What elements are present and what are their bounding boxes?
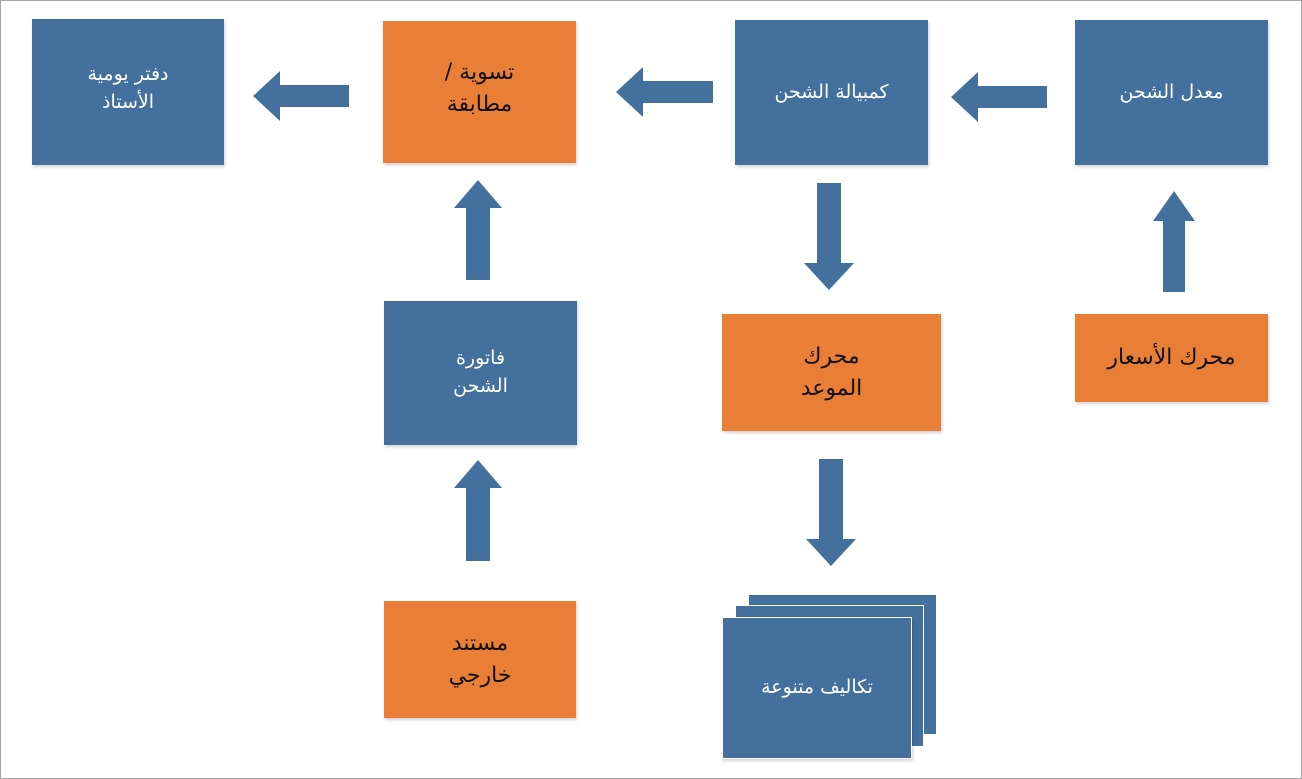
node-freight-rate-label: معدل الشحن xyxy=(1119,80,1224,103)
node-settlement-matching: تسوية / مطابقة xyxy=(383,21,576,163)
node-freight-bill-label: كمبيالة الشحن xyxy=(774,80,889,103)
node-appointment-engine-label: محرك الموعد xyxy=(800,343,863,401)
arrow-settlement-to-journal xyxy=(253,71,349,121)
node-pricing-engine-label: محرك الأسعار xyxy=(1107,345,1236,371)
arrow-bill-to-appointment xyxy=(804,183,854,290)
node-freight-invoice: فاتورة الشحن xyxy=(384,301,577,445)
arrow-pricing-to-rate xyxy=(1153,191,1195,292)
node-pricing-engine: محرك الأسعار xyxy=(1075,314,1268,402)
arrow-bill-to-settlement xyxy=(616,67,713,117)
node-journal-ledger: دفتر يومية الأستاذ xyxy=(32,19,224,165)
arrow-rate-to-bill xyxy=(951,72,1047,122)
node-freight-bill: كمبيالة الشحن xyxy=(735,20,928,165)
arrow-invoice-to-settlement xyxy=(454,180,502,280)
node-journal-ledger-label: دفتر يومية الأستاذ xyxy=(87,63,169,113)
node-freight-invoice-label: فاتورة الشحن xyxy=(453,347,508,397)
node-freight-rate: معدل الشحن xyxy=(1075,20,1268,165)
arrow-appointment-to-costs xyxy=(806,459,856,566)
node-misc-costs: تكاليف متنوعة xyxy=(722,617,912,759)
node-settlement-matching-label: تسوية / مطابقة xyxy=(444,60,515,117)
node-misc-costs-label: تكاليف متنوعة xyxy=(761,676,873,699)
node-external-document-label: مستند خارجي xyxy=(448,630,512,688)
arrow-document-to-invoice xyxy=(454,460,502,561)
node-external-document: مستند خارجي xyxy=(384,601,576,718)
node-appointment-engine: محرك الموعد xyxy=(722,314,941,431)
